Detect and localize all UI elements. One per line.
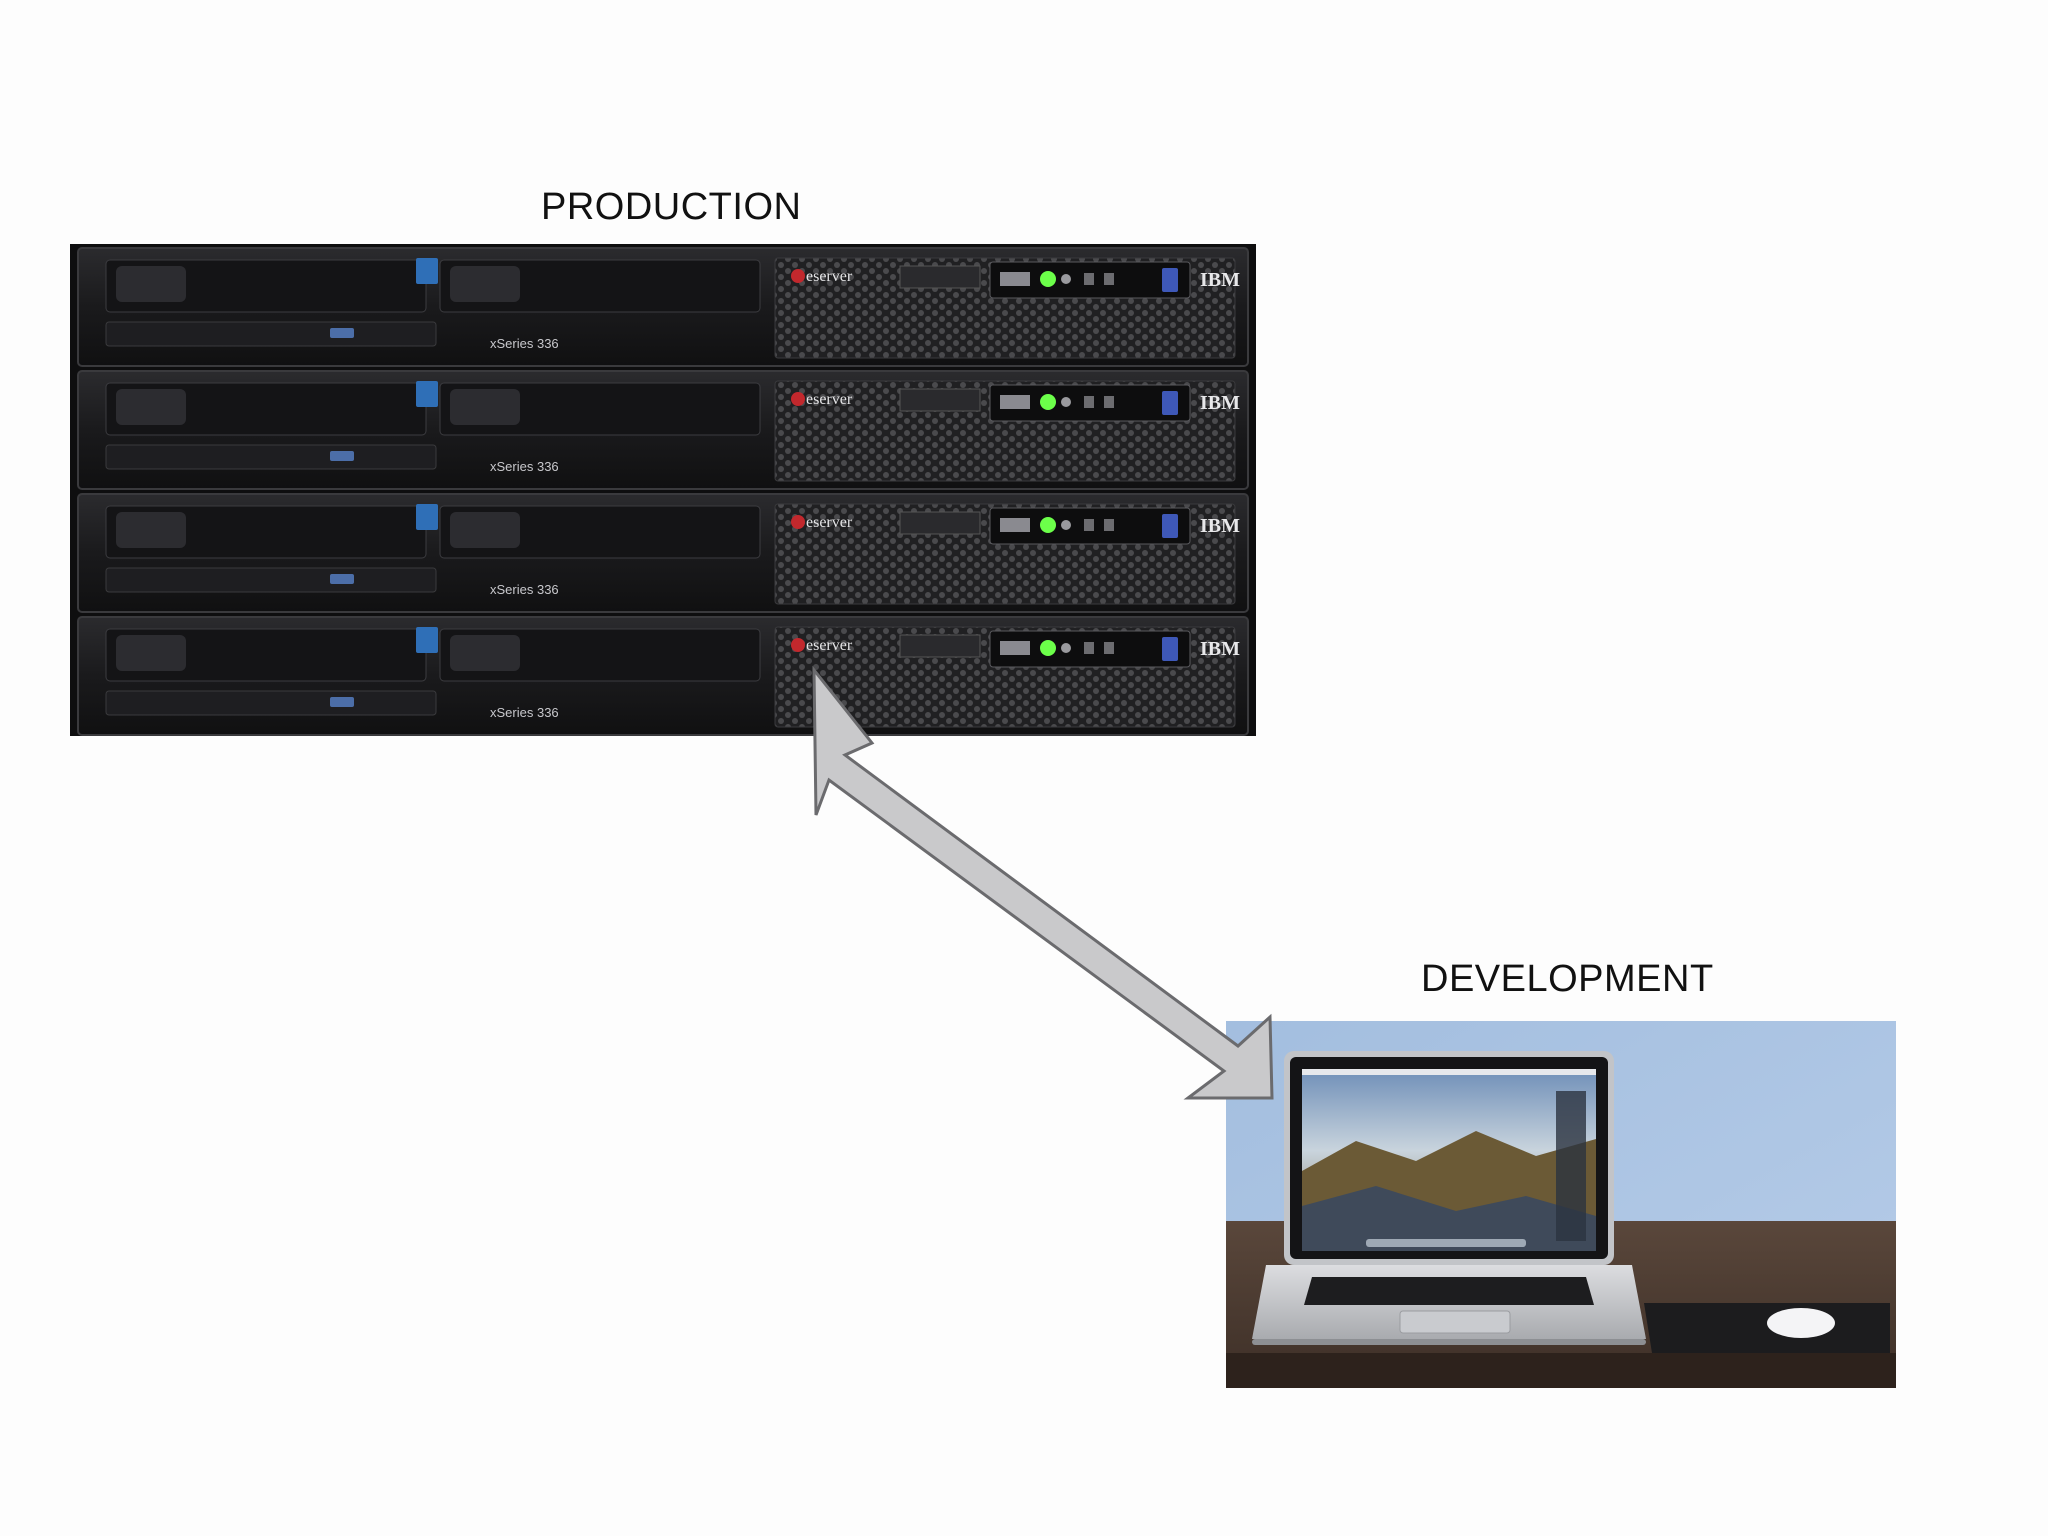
server-model-label: xSeries 336 <box>490 705 559 720</box>
power-led-icon <box>1040 517 1056 533</box>
ibm-logo-label: IBM <box>1200 392 1240 414</box>
sticker-icon <box>416 627 438 653</box>
server-badge-label: eserver <box>806 268 853 285</box>
sticker-icon <box>416 504 438 530</box>
eserver-logo-icon <box>791 515 805 529</box>
power-led-icon <box>1040 640 1056 656</box>
sticker-icon <box>416 381 438 407</box>
server-badge-label: eserver <box>806 514 853 531</box>
production-label: PRODUCTION <box>541 186 802 228</box>
server-unit: xSeries 336 eserver IBM <box>77 493 1249 613</box>
server-badge-label: eserver <box>806 637 853 654</box>
trackpad <box>1399 1310 1511 1334</box>
sticker-icon <box>416 258 438 284</box>
server-unit: xSeries 336 eserver IBM <box>77 247 1249 367</box>
ibm-logo-label: IBM <box>1200 638 1240 660</box>
server-model-label: xSeries 336 <box>490 336 559 351</box>
server-unit: xSeries 336 eserver IBM <box>77 370 1249 490</box>
eserver-logo-icon <box>791 269 805 283</box>
server-unit: xSeries 336 eserver IBM <box>77 616 1249 736</box>
ibm-logo-label: IBM <box>1200 269 1240 291</box>
mouse <box>1767 1308 1835 1338</box>
ibm-logo-label: IBM <box>1200 515 1240 537</box>
server-model-label: xSeries 336 <box>490 582 559 597</box>
laptop-photo <box>1226 1021 1896 1388</box>
keyboard <box>1304 1277 1594 1305</box>
mouse-pad <box>1644 1303 1890 1353</box>
power-led-icon <box>1040 271 1056 287</box>
eserver-logo-icon <box>791 392 805 406</box>
server-badge-label: eserver <box>806 391 853 408</box>
development-label: DEVELOPMENT <box>1421 958 1714 1000</box>
power-led-icon <box>1040 394 1056 410</box>
server-model-label: xSeries 336 <box>490 459 559 474</box>
eserver-logo-icon <box>791 638 805 652</box>
